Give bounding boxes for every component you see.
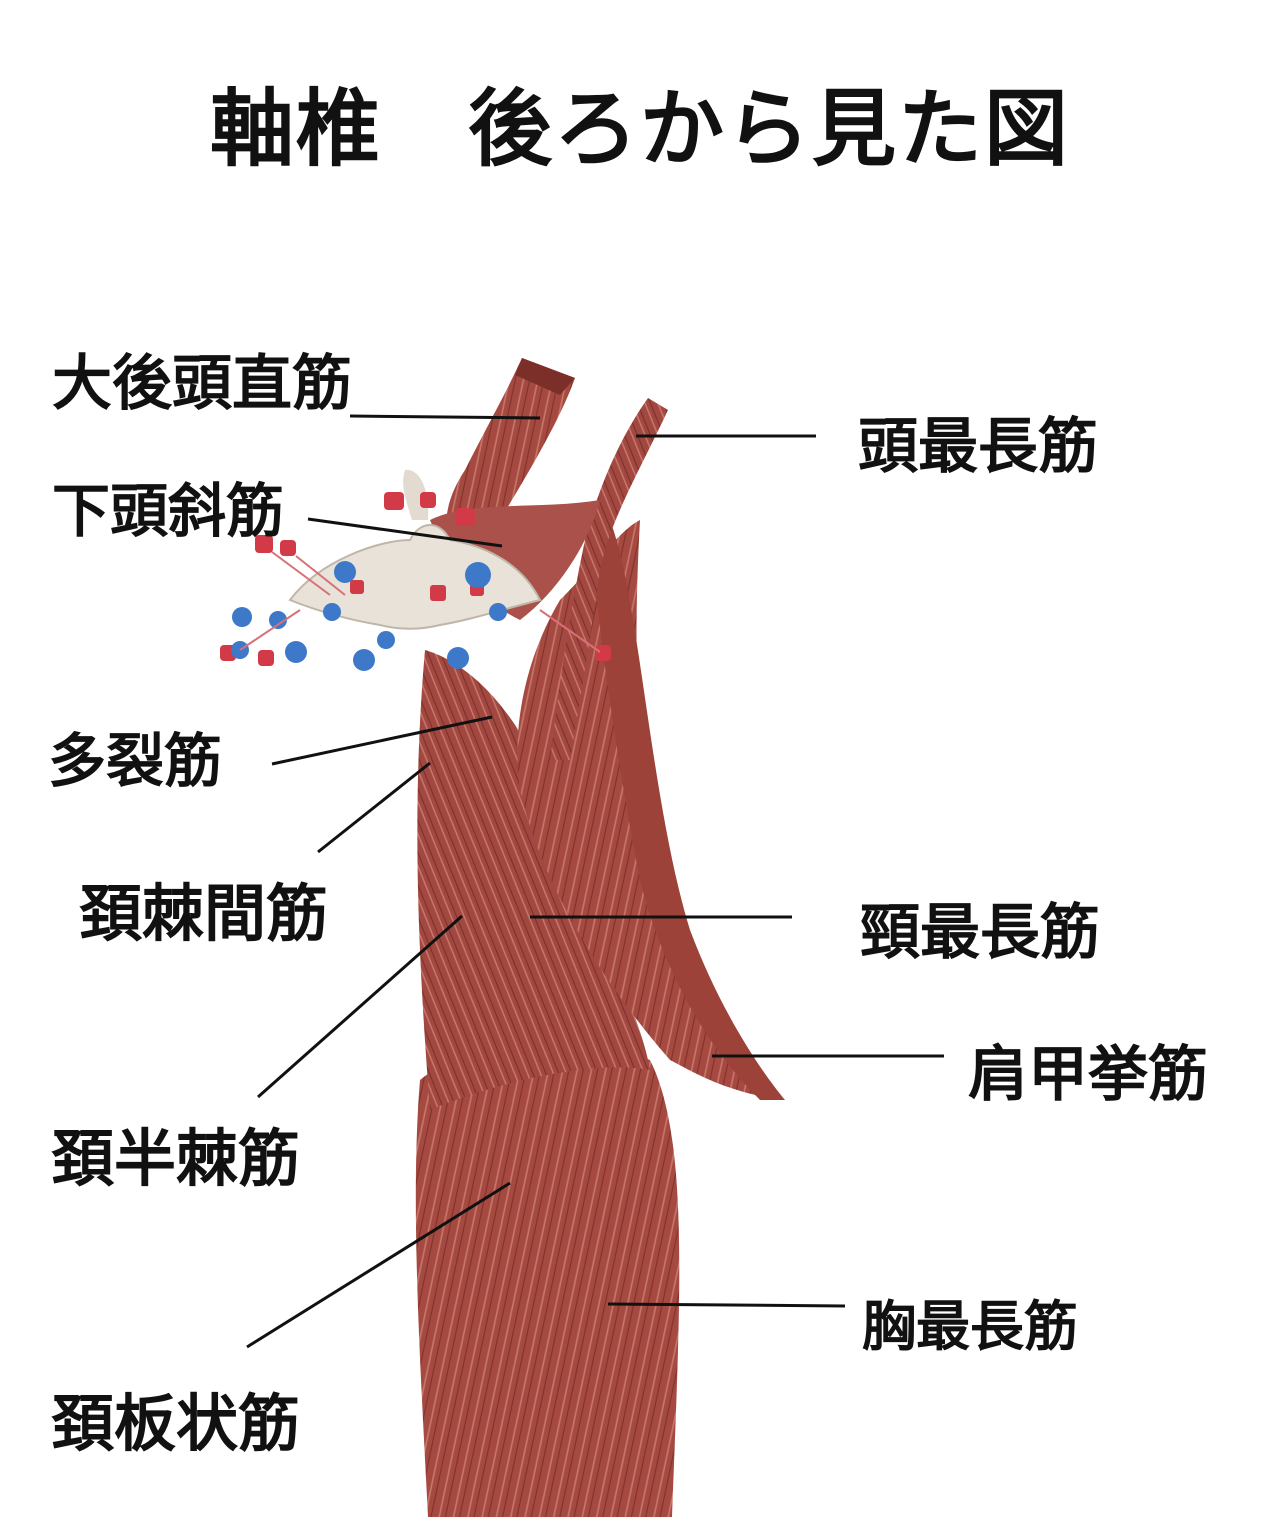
leader-lines (246, 414, 944, 1349)
label-longissimus-cervicis: 頸最長筋 (860, 898, 1100, 968)
leader-line-obliquus (307, 517, 503, 548)
label-interspinales-cervicis: 頚棘間筋 (80, 877, 329, 950)
label-splenius-cervicis: 頚板状筋 (52, 1387, 301, 1460)
leader-line-splenius (246, 1181, 511, 1349)
label-obliquus-capitis-inferior: 下頭斜筋 (52, 477, 285, 545)
leader-line-longissimus-thoracis (607, 1302, 846, 1308)
label-semispinalis-cervicis: 頚半棘筋 (52, 1122, 301, 1195)
axis-vertebra-bone (288, 524, 542, 630)
longissimus-capitis-muscle (550, 398, 668, 760)
origin-markers (220, 492, 611, 666)
longissimus-thoracis-muscle (415, 1043, 680, 1517)
leader-line-multifidus (271, 715, 493, 766)
leader-line-interspinales (317, 761, 431, 854)
label-longissimus-thoracis: 胸最長筋 (862, 1295, 1078, 1358)
levator-scapulae-muscle (590, 520, 785, 1100)
label-longissimus-capitis: 頭最長筋 (858, 412, 1098, 482)
leader-line-rectus (349, 414, 541, 420)
label-multifidus: 多裂筋 (48, 727, 223, 795)
obliquus-capitis-inferior-muscle (430, 500, 600, 620)
label-rectus-capitis-posterior-major: 大後頭直筋 (52, 349, 352, 419)
leader-line-semispinalis (257, 914, 463, 1099)
semispinalis-muscle (417, 650, 650, 1110)
diagram-title: 軸椎 後ろから見た図 (209, 80, 1070, 178)
label-levator-scapulae: 肩甲挙筋 (968, 1040, 1208, 1110)
